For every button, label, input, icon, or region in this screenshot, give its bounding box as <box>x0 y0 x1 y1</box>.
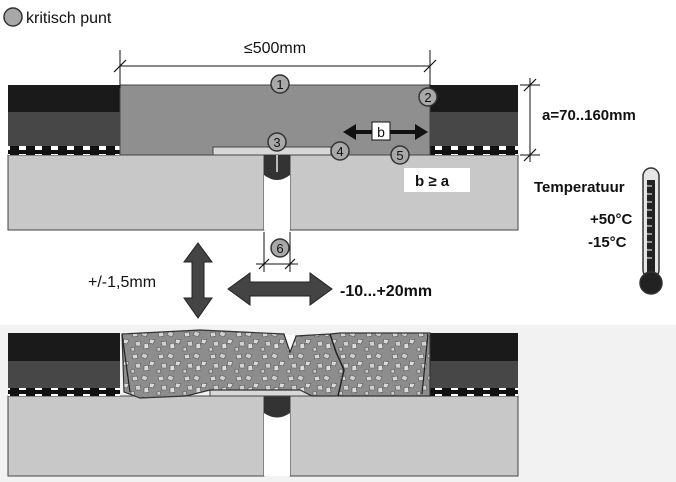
bottom-left-concrete-deck <box>7 395 265 477</box>
width-label: ≤500mm <box>244 40 306 57</box>
b-condition-box <box>404 168 470 192</box>
crack-line <box>329 333 345 397</box>
right-asphalt-bottom <box>430 112 518 146</box>
top-section: ≤500mm a=70..160mm b b ≥ a 1 2 <box>7 40 636 272</box>
svg-text:3: 3 <box>273 135 280 150</box>
surface-crack <box>283 333 297 354</box>
critical-point-legend-icon <box>3 7 23 27</box>
height-label: a=70..160mm <box>542 107 636 124</box>
vertical-movement-label: +/-1,5mm <box>88 274 156 291</box>
left-membrane <box>8 146 120 155</box>
critical-point-6: 6 <box>270 238 290 258</box>
bottom-section <box>0 325 676 482</box>
vertical-movement-arrow <box>183 242 213 319</box>
right-membrane <box>430 146 518 155</box>
temperature-min: -15°C <box>588 234 627 251</box>
right-concrete-deck <box>289 154 519 231</box>
right-asphalt-top <box>430 85 518 112</box>
critical-point-2: 2 <box>418 87 438 107</box>
critical-point-4: 4 <box>330 141 350 161</box>
legend: kritisch punt <box>3 7 112 27</box>
horizontal-movement-label: -10...+20mm <box>340 283 432 300</box>
left-asphalt-top <box>8 85 120 112</box>
temperature-max: +50°C <box>590 211 632 228</box>
critical-point-5: 5 <box>390 145 410 165</box>
damaged-joint-filling <box>121 329 431 399</box>
temperature-title: Temperatuur <box>534 179 625 196</box>
svg-text:2: 2 <box>424 90 431 105</box>
legend-label: kritisch punt <box>26 10 112 27</box>
bottom-backing-rod <box>264 396 290 418</box>
thermometer-icon <box>639 167 663 295</box>
svg-text:4: 4 <box>336 144 343 159</box>
b-arrow: b <box>343 121 428 141</box>
b-condition: b ≥ a <box>415 173 450 190</box>
b-label: b <box>377 124 385 140</box>
bottom-right-concrete-deck <box>289 395 519 477</box>
horizontal-movement-arrow <box>227 272 333 306</box>
left-asphalt-bottom <box>8 112 120 146</box>
temperature-block: Temperatuur +50°C -15°C <box>534 167 663 295</box>
svg-text:5: 5 <box>396 148 403 163</box>
critical-point-1: 1 <box>270 74 290 94</box>
svg-text:1: 1 <box>276 77 283 92</box>
left-concrete-deck <box>7 154 265 231</box>
critical-point-3: 3 <box>267 132 287 152</box>
svg-text:6: 6 <box>276 241 283 256</box>
